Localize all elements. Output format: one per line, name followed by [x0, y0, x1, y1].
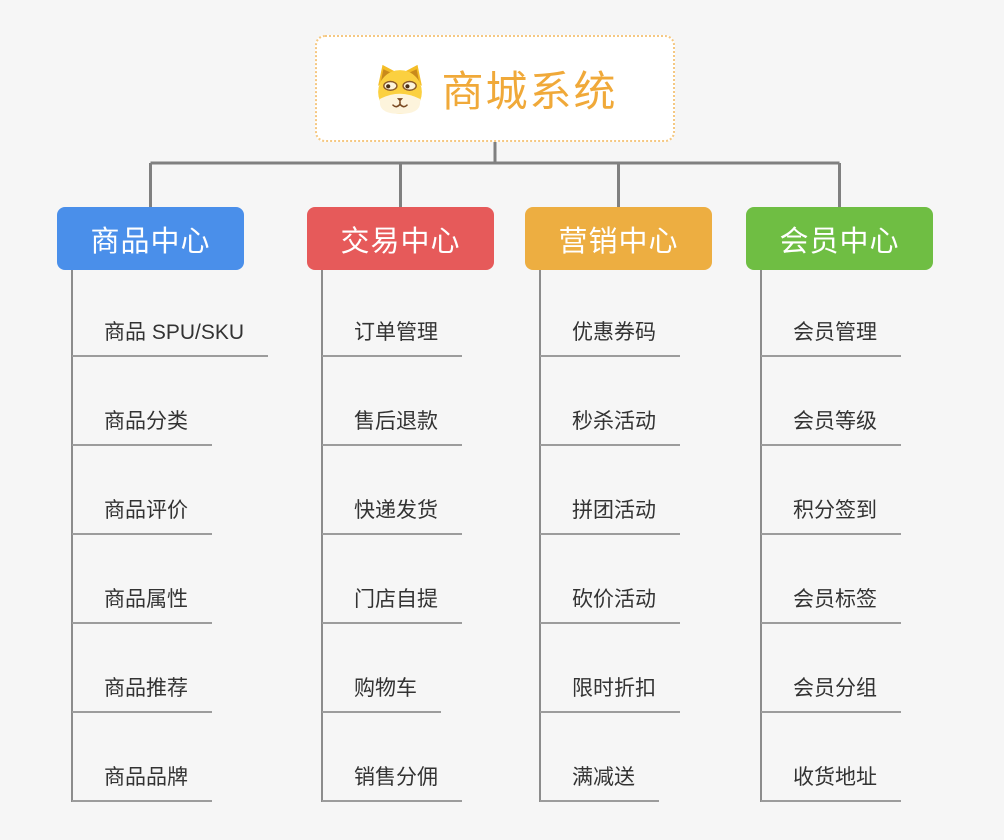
- leaf-node[interactable]: 订单管理: [322, 319, 462, 357]
- leaf-node[interactable]: 拼团活动: [540, 497, 680, 535]
- dog-face-icon: [378, 64, 423, 114]
- leaf-node[interactable]: 商品属性: [72, 586, 212, 624]
- leaf-node[interactable]: 商品分类: [72, 408, 212, 446]
- leaf-node[interactable]: 会员等级: [761, 408, 901, 446]
- leaf-node[interactable]: 秒杀活动: [540, 408, 680, 446]
- leaf-node[interactable]: 会员分组: [761, 675, 901, 713]
- branch-node-1[interactable]: 交易中心: [307, 207, 494, 270]
- leaf-node[interactable]: 砍价活动: [540, 586, 680, 624]
- leaf-node[interactable]: 门店自提: [322, 586, 462, 624]
- leaf-node[interactable]: 快递发货: [322, 497, 462, 535]
- leaf-node[interactable]: 销售分佣: [322, 764, 462, 802]
- branch-node-3[interactable]: 会员中心: [746, 207, 933, 270]
- leaf-node[interactable]: 满减送: [540, 764, 659, 802]
- leaf-node[interactable]: 会员管理: [761, 319, 901, 357]
- leaf-node[interactable]: 商品评价: [72, 497, 212, 535]
- leaf-node[interactable]: 优惠券码: [540, 319, 680, 357]
- branch-node-2[interactable]: 营销中心: [525, 207, 712, 270]
- leaf-node[interactable]: 商品 SPU/SKU: [72, 319, 269, 357]
- leaf-node[interactable]: 商品品牌: [72, 764, 212, 802]
- leaf-node[interactable]: 购物车: [322, 675, 441, 713]
- leaf-node[interactable]: 收货地址: [761, 764, 901, 802]
- root-node[interactable]: 商城系统: [315, 35, 675, 142]
- leaf-node[interactable]: 积分签到: [761, 497, 901, 535]
- leaf-node[interactable]: 商品推荐: [72, 675, 212, 713]
- root-title: 商城系统: [441, 68, 618, 115]
- leaf-node[interactable]: 会员标签: [761, 586, 901, 624]
- branch-node-0[interactable]: 商品中心: [57, 207, 244, 270]
- leaf-node[interactable]: 限时折扣: [540, 675, 680, 713]
- leaf-node[interactable]: 售后退款: [322, 408, 462, 446]
